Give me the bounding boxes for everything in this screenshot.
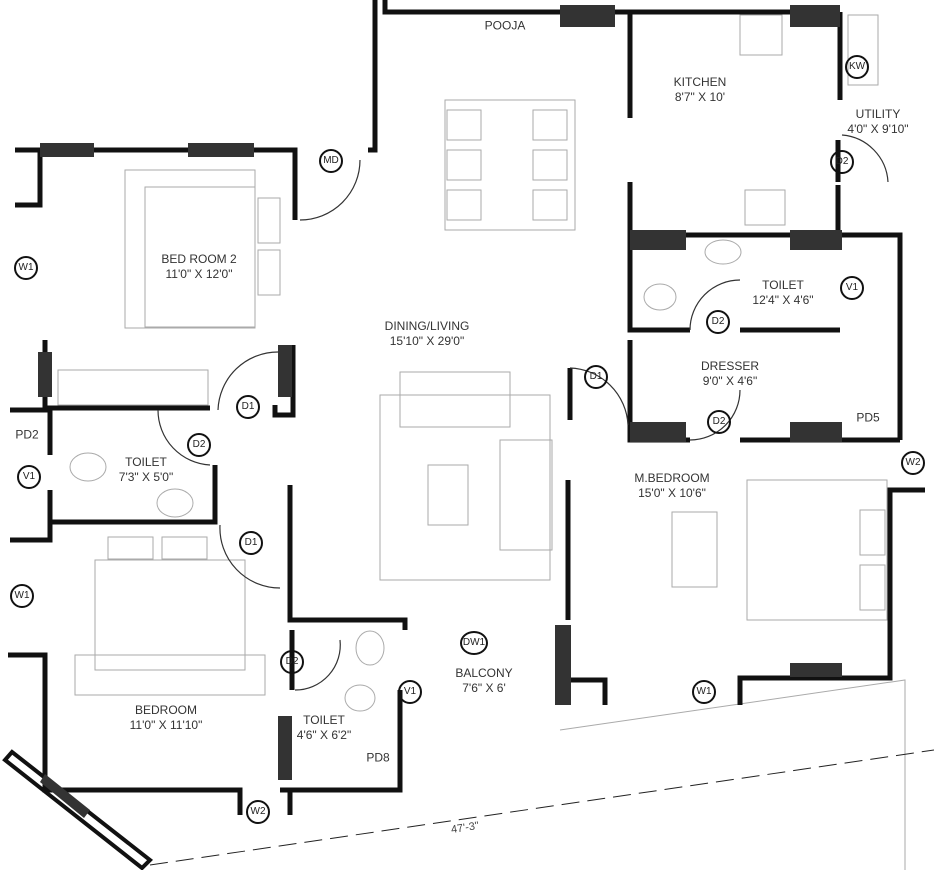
room-name: BED ROOM 2 xyxy=(161,252,237,266)
tag-ventilator: V1 xyxy=(398,680,422,704)
tag-window: W1 xyxy=(14,256,38,280)
room-size: 11'0" X 12'0" xyxy=(165,267,233,281)
tag-window: W2 xyxy=(901,451,925,475)
room-name: BEDROOM xyxy=(134,703,197,717)
tag-door: D2 xyxy=(187,433,211,457)
tag-window: W2 xyxy=(246,800,270,824)
tag-window: W1 xyxy=(10,584,34,608)
tag-main-door: MD xyxy=(319,149,343,173)
room-size: 7'6" X 6' xyxy=(462,681,506,695)
room-name: POOJA xyxy=(484,18,526,33)
room-size: 11'0" X 11'10" xyxy=(129,718,203,732)
room-size: 8'7" X 10' xyxy=(674,90,726,104)
room-size: 4'6" X 6'2" xyxy=(296,728,352,742)
room-label-pooja: POOJA xyxy=(485,19,526,34)
room-name: KITCHEN xyxy=(673,75,727,89)
tag-door-window: DW1 xyxy=(460,631,488,655)
furniture xyxy=(57,14,934,870)
room-size: 4'0" X 9'10" xyxy=(847,122,909,136)
room-name: UTILITY xyxy=(855,107,901,121)
room-size: 12'4" X 4'6" xyxy=(752,293,814,307)
tag-door: D2 xyxy=(707,410,731,434)
room-name: TOILET xyxy=(762,278,804,292)
tag-ventilator: V1 xyxy=(17,465,41,489)
tag-pd2: PD2 xyxy=(15,427,39,442)
tag-door: D1 xyxy=(239,531,263,555)
tag-door: D2 xyxy=(706,310,730,334)
room-name: DINING/LIVING xyxy=(384,319,470,333)
door-swings xyxy=(157,134,889,691)
tag-door: D1 xyxy=(236,395,260,419)
tag-door: D2 xyxy=(280,650,304,674)
room-name: TOILET xyxy=(125,455,167,469)
tag-kw: KW xyxy=(845,55,869,79)
room-name: DRESSER xyxy=(700,359,760,373)
room-size: 7'3" X 5'0" xyxy=(118,470,174,484)
tag-pd5: PD5 xyxy=(856,410,880,425)
room-size: 9'0" X 4'6" xyxy=(702,374,758,388)
tag-ventilator: V1 xyxy=(840,276,864,300)
room-name: M.BEDROOM xyxy=(634,471,710,485)
room-size: 15'10" X 29'0" xyxy=(389,334,465,348)
room-size: 15'0" X 10'6" xyxy=(638,486,706,500)
tag-door: D1 xyxy=(584,365,608,389)
room-name: BALCONY xyxy=(455,666,513,680)
room-name: TOILET xyxy=(303,713,345,727)
tag-door: D2 xyxy=(830,150,854,174)
tag-window: W1 xyxy=(692,680,716,704)
tag-pd8: PD8 xyxy=(366,750,390,765)
columns xyxy=(2,5,842,870)
